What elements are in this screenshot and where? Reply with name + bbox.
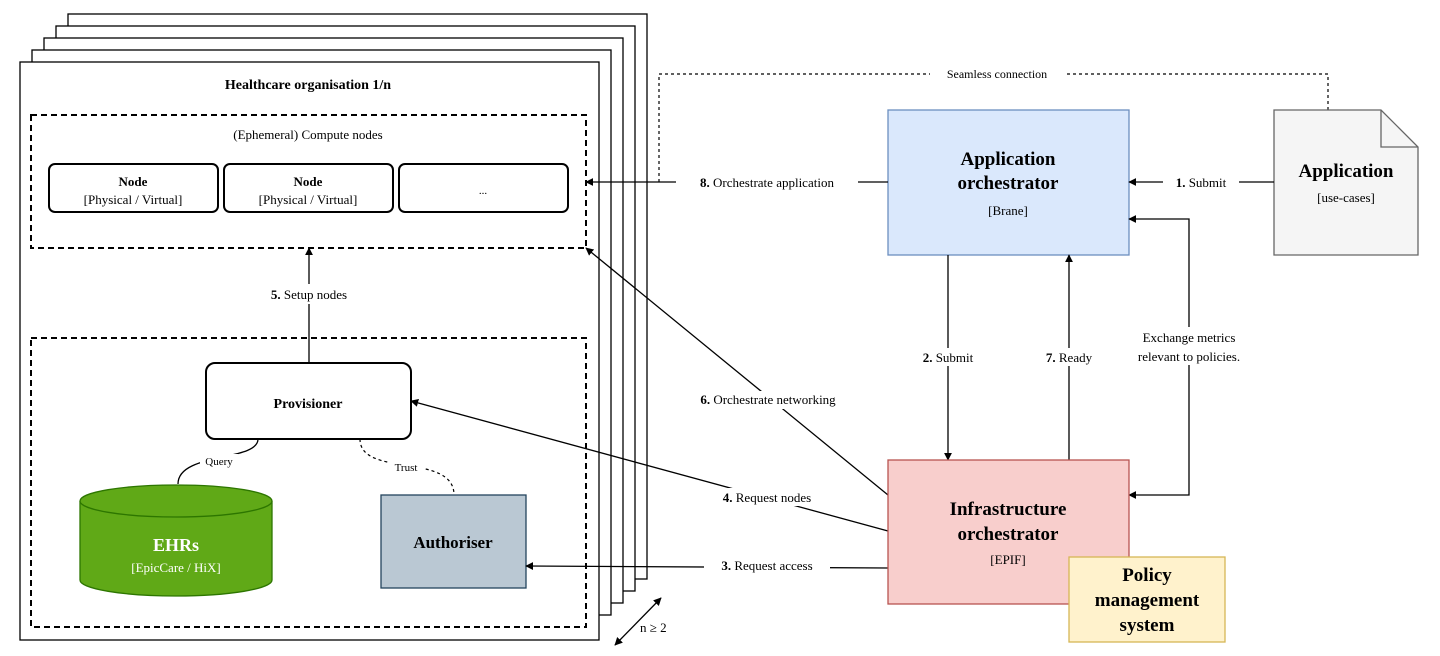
- provisioner-label: Provisioner: [274, 397, 343, 412]
- node-2-name: Node: [294, 174, 323, 189]
- provisioner-box[interactable]: Provisioner: [205, 362, 412, 440]
- ehr-cylinder-top: [79, 484, 273, 518]
- step-5-label: 5. Setup nodes: [271, 287, 347, 302]
- node-2-type: [Physical / Virtual]: [259, 192, 358, 207]
- seamless-connection-line: [658, 73, 1329, 182]
- policy-line2: management: [1095, 590, 1200, 611]
- step-8-label: 8. Orchestrate application: [700, 175, 834, 190]
- ehr-sub: [EpicCare / HiX]: [131, 560, 221, 575]
- step-4-label: 4. Request nodes: [723, 490, 811, 505]
- exchange-line1: Exchange metrics: [1143, 330, 1236, 345]
- seamless-label: Seamless connection: [947, 67, 1047, 81]
- step-1-label: 1. Submit: [1176, 175, 1227, 190]
- infra-orch-line1: Infrastructure: [950, 499, 1067, 520]
- infra-orch-line2: orchestrator: [958, 524, 1060, 545]
- step-7-label: 7. Ready: [1046, 350, 1093, 365]
- compute-nodes-title: (Ephemeral) Compute nodes: [233, 127, 382, 142]
- infra-orch-sub: [EPIF]: [990, 552, 1025, 567]
- trust-label: Trust: [395, 462, 418, 474]
- authoriser-label: Authoriser: [413, 533, 493, 552]
- app-orch-sub: [Brane]: [988, 203, 1028, 218]
- exchange-line2: relevant to policies.: [1138, 349, 1240, 364]
- trust-line: [359, 438, 455, 496]
- stack-size-label: n ≥ 2: [640, 620, 667, 635]
- app-doc-fold: [1380, 110, 1418, 148]
- stack-size-arrow: [614, 597, 662, 646]
- app-name: Application: [1298, 161, 1393, 182]
- policy-rect: [1068, 556, 1226, 643]
- node-box-2[interactable]: Node [Physical / Virtual]: [223, 163, 394, 213]
- ehr-database[interactable]: EHRs [EpicCare / HiX]: [79, 484, 273, 597]
- provisioning-group: [30, 337, 587, 628]
- policy-line3: system: [1120, 615, 1175, 636]
- authoriser-rect: [380, 494, 527, 589]
- ehr-cylinder: [79, 501, 273, 597]
- policy-management-box[interactable]: Policy management system: [1068, 556, 1226, 643]
- policy-line1: Policy: [1122, 565, 1172, 586]
- app-sub: [use-cases]: [1317, 190, 1375, 205]
- node-box-more[interactable]: ...: [398, 163, 569, 213]
- step-2-label: 2. Submit: [923, 350, 974, 365]
- node-1-type: [Physical / Virtual]: [84, 192, 183, 207]
- application-orchestrator-box[interactable]: Application orchestrator [Brane]: [887, 109, 1130, 256]
- app-doc-shape: [1273, 109, 1419, 256]
- step-6-label: 6. Orchestrate networking: [700, 392, 836, 407]
- step-3-label: 3. Request access: [721, 558, 812, 573]
- application-document[interactable]: Application [use-cases]: [1273, 109, 1419, 256]
- app-orch-line1: Application: [960, 149, 1055, 170]
- ehr-name: EHRs: [153, 535, 199, 555]
- authoriser-box[interactable]: Authoriser: [380, 494, 527, 589]
- request-nodes-arrow: [410, 399, 889, 532]
- node-box-1[interactable]: Node [Physical / Virtual]: [48, 163, 219, 213]
- org-title: Healthcare organisation 1/n: [225, 78, 391, 93]
- app-orch-line2: orchestrator: [958, 173, 1060, 194]
- node-more-label: ...: [479, 185, 488, 197]
- node-1-name: Node: [119, 174, 148, 189]
- app-orch-rect: [887, 109, 1130, 256]
- orchestrate-networking-arrow: [585, 247, 889, 496]
- query-label: Query: [205, 456, 233, 468]
